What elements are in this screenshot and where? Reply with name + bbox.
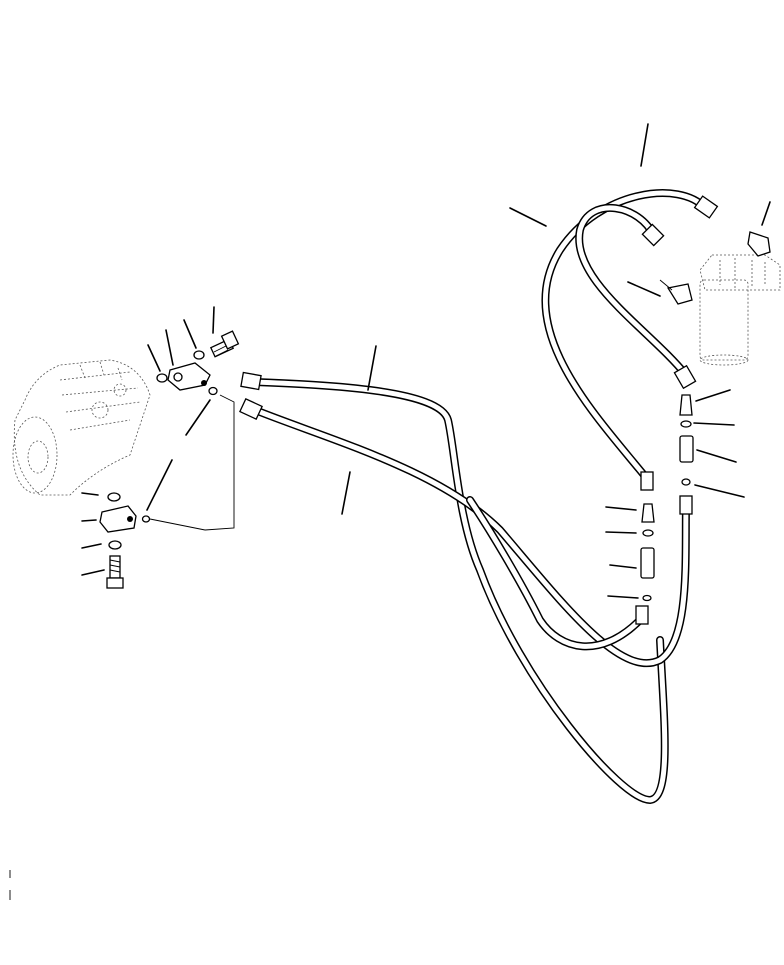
filter-assembly [699, 254, 781, 366]
washer-lower-a [107, 492, 121, 502]
washer-lower-b [108, 540, 122, 550]
hose-pressure-line [251, 378, 669, 804]
fitting-stack-center [640, 503, 655, 602]
hose-end-fittings [239, 195, 719, 625]
washer-upper-b [156, 373, 168, 383]
o-ring-upper [208, 386, 218, 396]
lower-fitting-stack [99, 492, 151, 589]
o-ring-lower [141, 515, 151, 523]
upper-fitting-stack [156, 330, 240, 396]
block-lower [99, 505, 137, 533]
hose-filter-outer [541, 189, 709, 484]
hose-filter-inner [575, 203, 690, 379]
hose-long-loop [466, 496, 644, 651]
washer-upper-a [193, 350, 205, 360]
hose-return-line [251, 406, 690, 668]
bolt-lower [106, 555, 124, 589]
block-upper [167, 362, 211, 391]
hydraulic-pump [12, 359, 151, 496]
fitting-stack-right [679, 394, 694, 486]
phantom-lines [149, 394, 235, 531]
callout-leaders [81, 123, 771, 599]
bolt-upper [209, 330, 240, 358]
elbow-fittings [659, 231, 771, 305]
